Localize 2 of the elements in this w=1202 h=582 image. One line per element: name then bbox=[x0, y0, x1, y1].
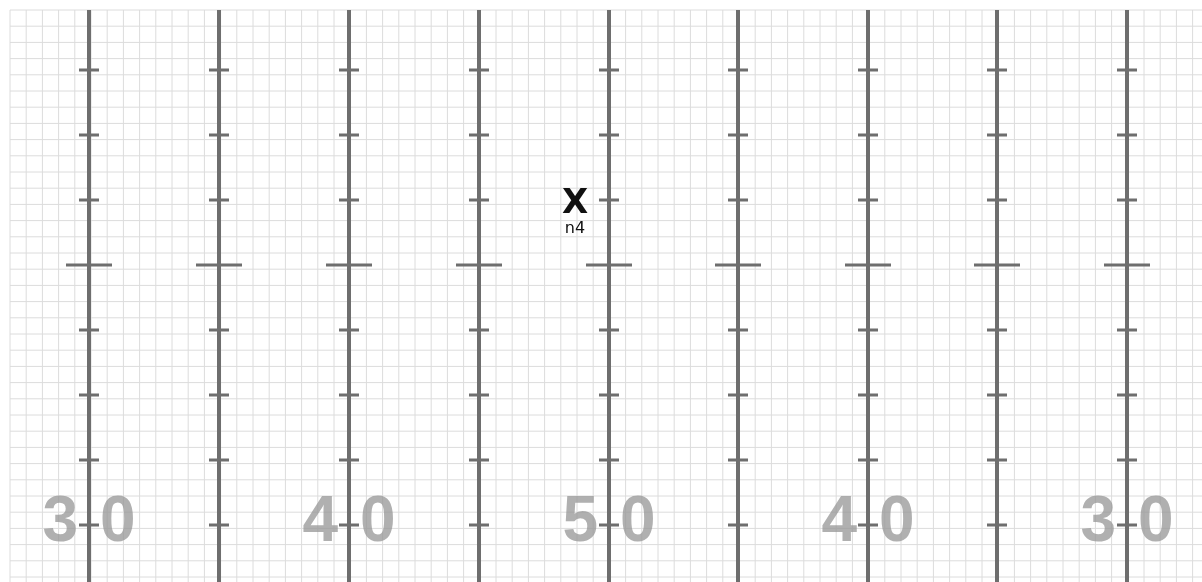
player-label: n4 bbox=[564, 220, 586, 236]
player-marker: X bbox=[561, 184, 589, 218]
